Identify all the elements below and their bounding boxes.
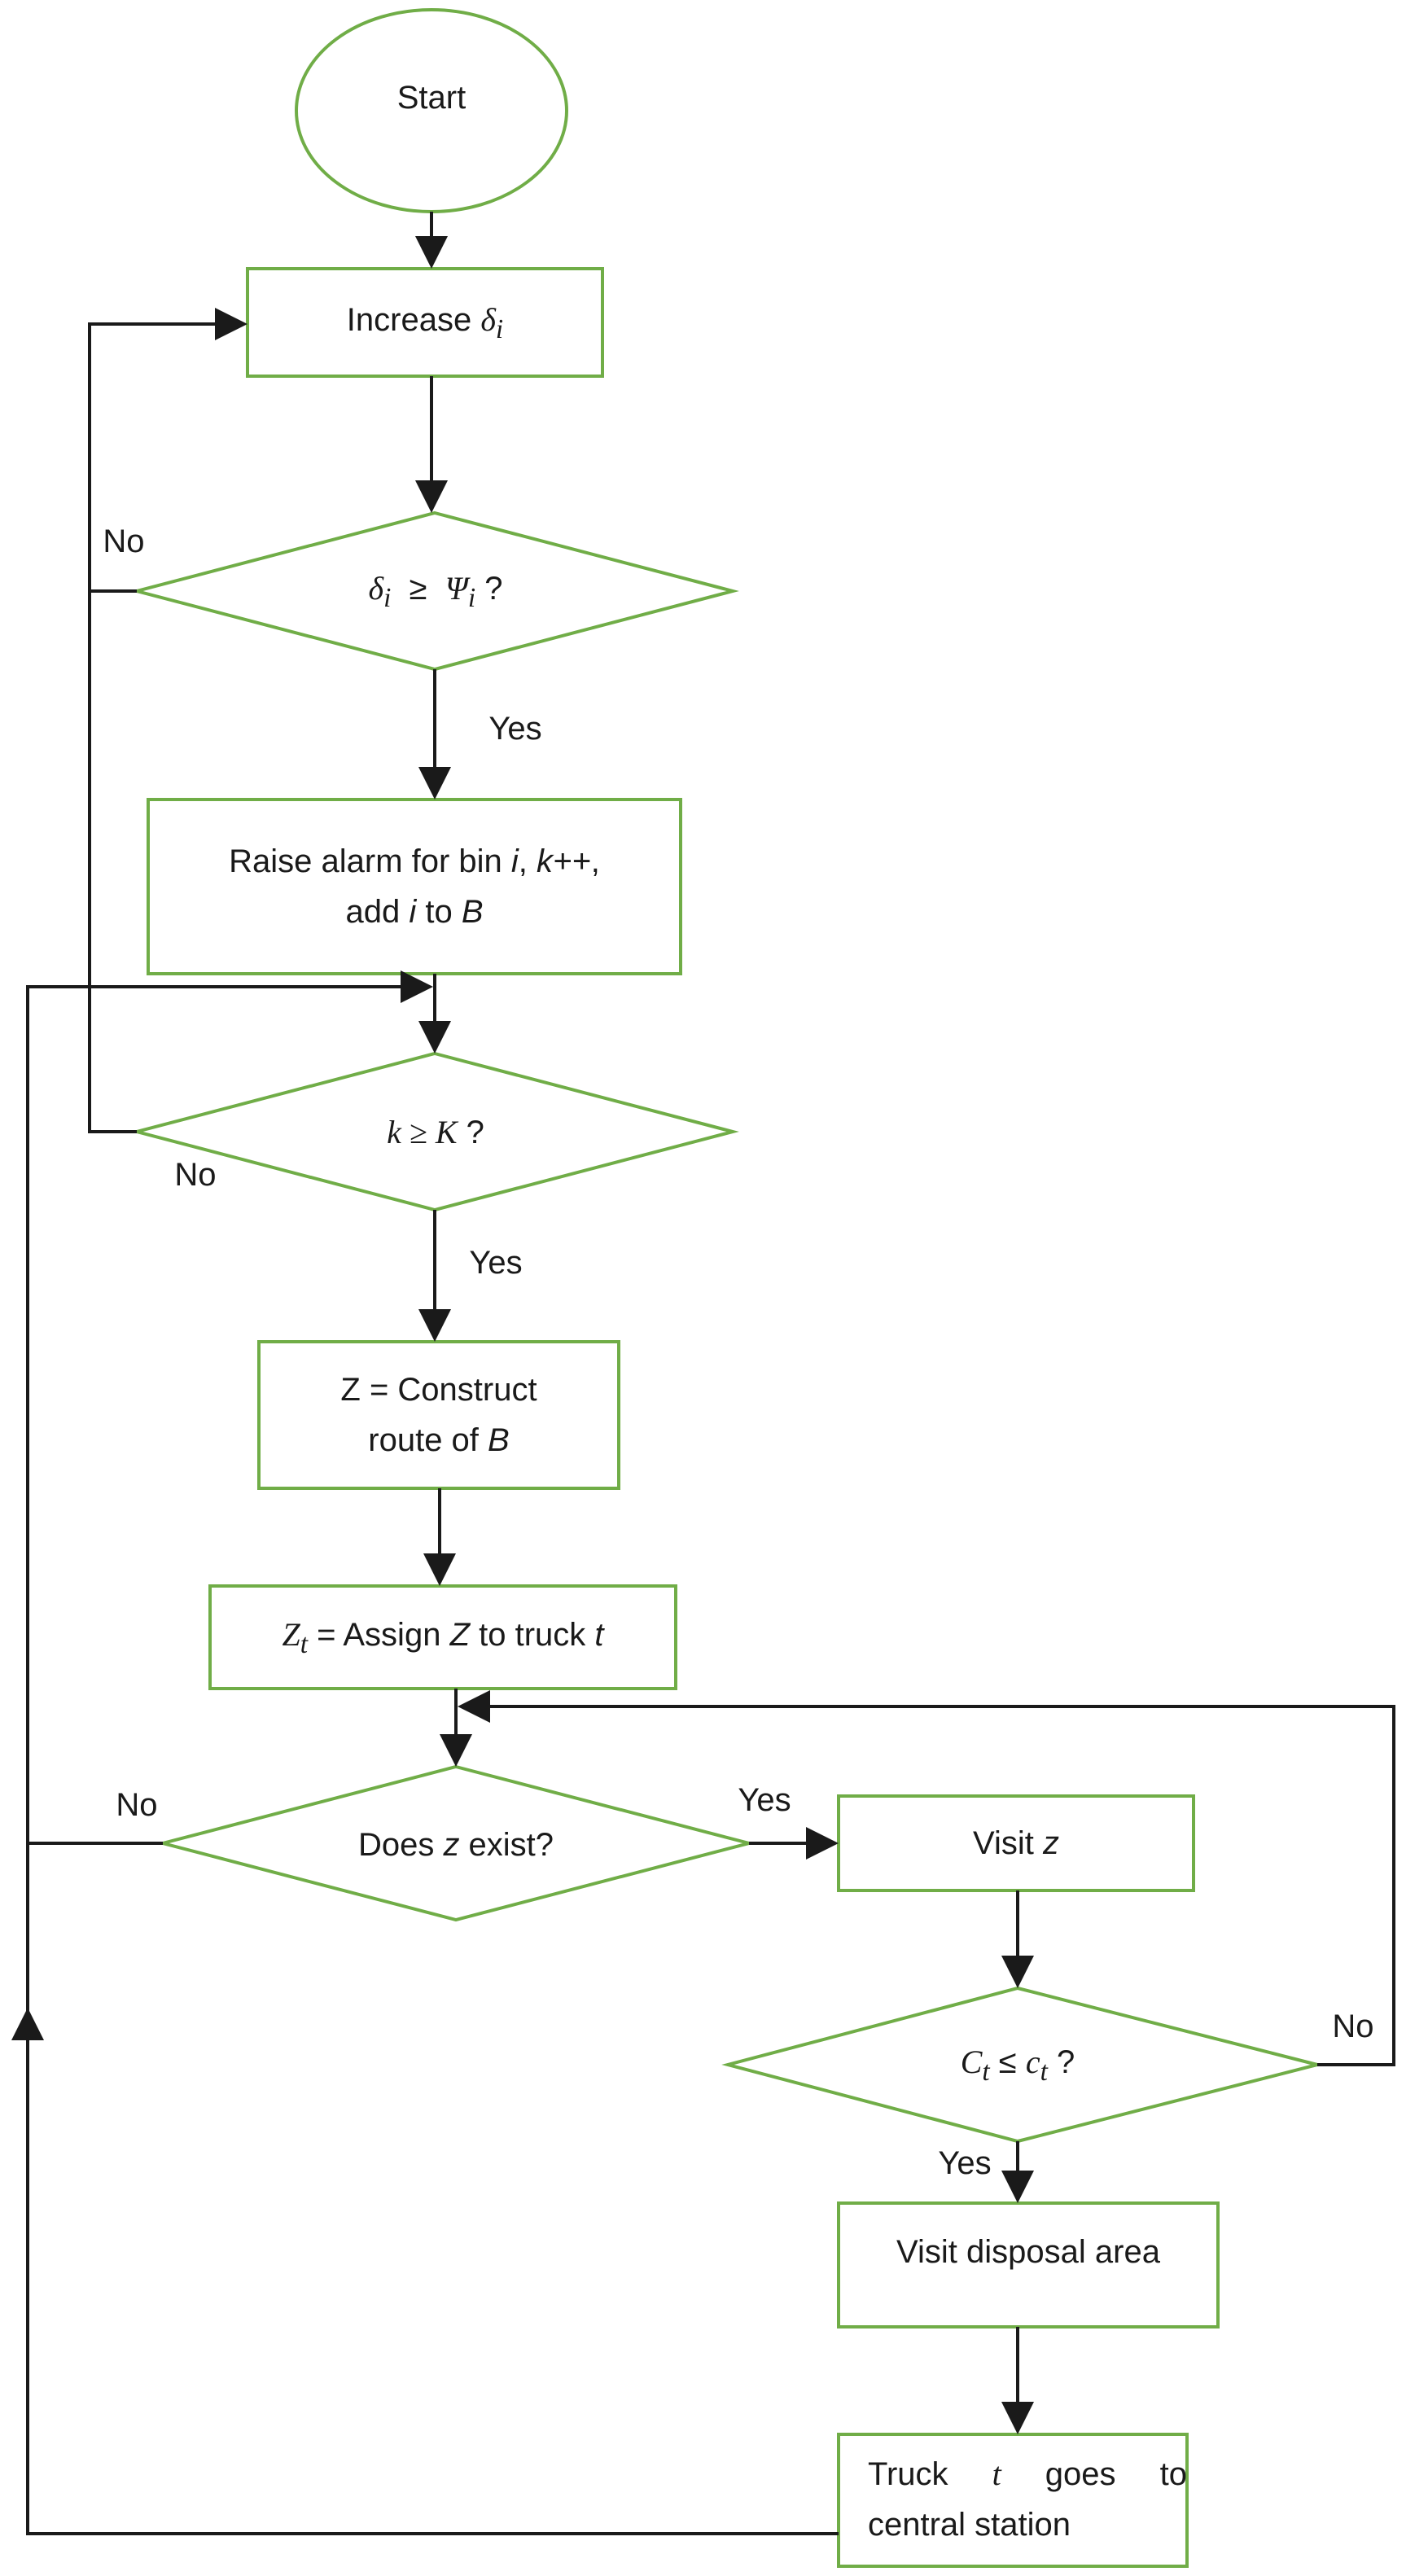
visit-z-label: Visit z [973, 1825, 1059, 1861]
z-exist-decision [156, 1764, 756, 1922]
edge-capacity-no-loop [458, 1690, 1395, 2066]
k-yes-label: Yes [469, 1245, 523, 1281]
z-yes-label: Yes [738, 1782, 791, 1818]
edge-threshold-no-loop [88, 308, 247, 593]
k-check-label: k ≥ K ? [387, 1114, 484, 1150]
capacity-label: Ct ≤ ct ? [960, 2043, 1075, 2087]
z-no-label: No [116, 1787, 158, 1823]
visit-z-node [837, 1794, 1195, 1892]
alarm-label: Raise alarm for bin i, k++, add i to B [229, 843, 600, 930]
assign-node [208, 1584, 677, 1690]
disposal-label: Visit disposal area [896, 2234, 1160, 2270]
threshold-label: δi ≥ Ψi ? [368, 569, 503, 613]
edge-left-rail [26, 970, 433, 2215]
start-label: Start [396, 80, 467, 116]
construct-node [257, 1340, 620, 1490]
cap-yes-label: Yes [938, 2145, 992, 2181]
threshold-no-label: No [103, 524, 145, 559]
return-node [837, 2433, 1189, 2568]
k-no-label: No [174, 1157, 217, 1193]
construct-label: Z = Construct route of B [340, 1372, 537, 1458]
threshold-yes-label: Yes [488, 711, 542, 747]
alarm-node [147, 798, 682, 975]
edge-return-loop [11, 2008, 839, 2535]
increase-node [246, 267, 604, 378]
assign-label: Zt = Assign Z to truck t [282, 1615, 604, 1659]
edge-k-no-loop [88, 591, 137, 1133]
cap-no-label: No [1332, 2009, 1374, 2044]
increase-label: Increase δi [346, 300, 504, 344]
delta-symbol: δ [480, 300, 496, 338]
disposal-node [837, 2201, 1220, 2328]
z-exist-label: Does z exist? [357, 1827, 554, 1863]
